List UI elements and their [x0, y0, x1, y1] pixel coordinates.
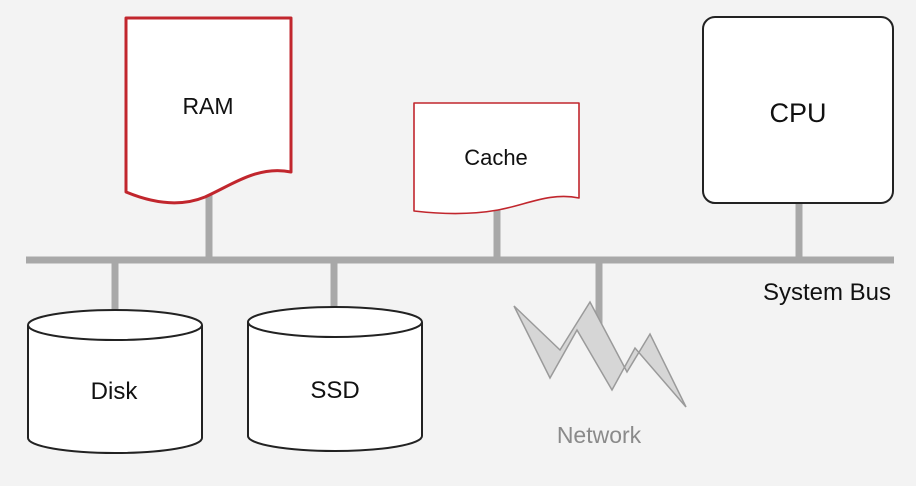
cpu-node: CPU [702, 16, 894, 204]
network-label: Network [557, 422, 642, 448]
network-node: Network [513, 300, 687, 448]
cache-label: Cache [464, 145, 528, 170]
ram-label: RAM [182, 93, 233, 119]
cpu-label: CPU [769, 98, 826, 128]
network-lightning-icon [513, 300, 687, 408]
ram-node: RAM [124, 16, 293, 205]
disk-cylinder-top [27, 309, 203, 341]
cpu-shape [702, 16, 894, 204]
disk-cylinder-body [27, 325, 203, 454]
system-bus-label: System Bus [763, 279, 891, 306]
ssd-cylinder-body [247, 322, 423, 452]
ssd-label: SSD [310, 377, 359, 404]
ssd-cylinder-top [247, 306, 423, 338]
ram-shape [124, 16, 293, 205]
disk-label: Disk [91, 378, 139, 405]
cache-shape [413, 102, 580, 215]
ssd-node: SSD [247, 306, 423, 452]
cache-node: Cache [413, 102, 580, 215]
disk-node: Disk [27, 309, 203, 454]
